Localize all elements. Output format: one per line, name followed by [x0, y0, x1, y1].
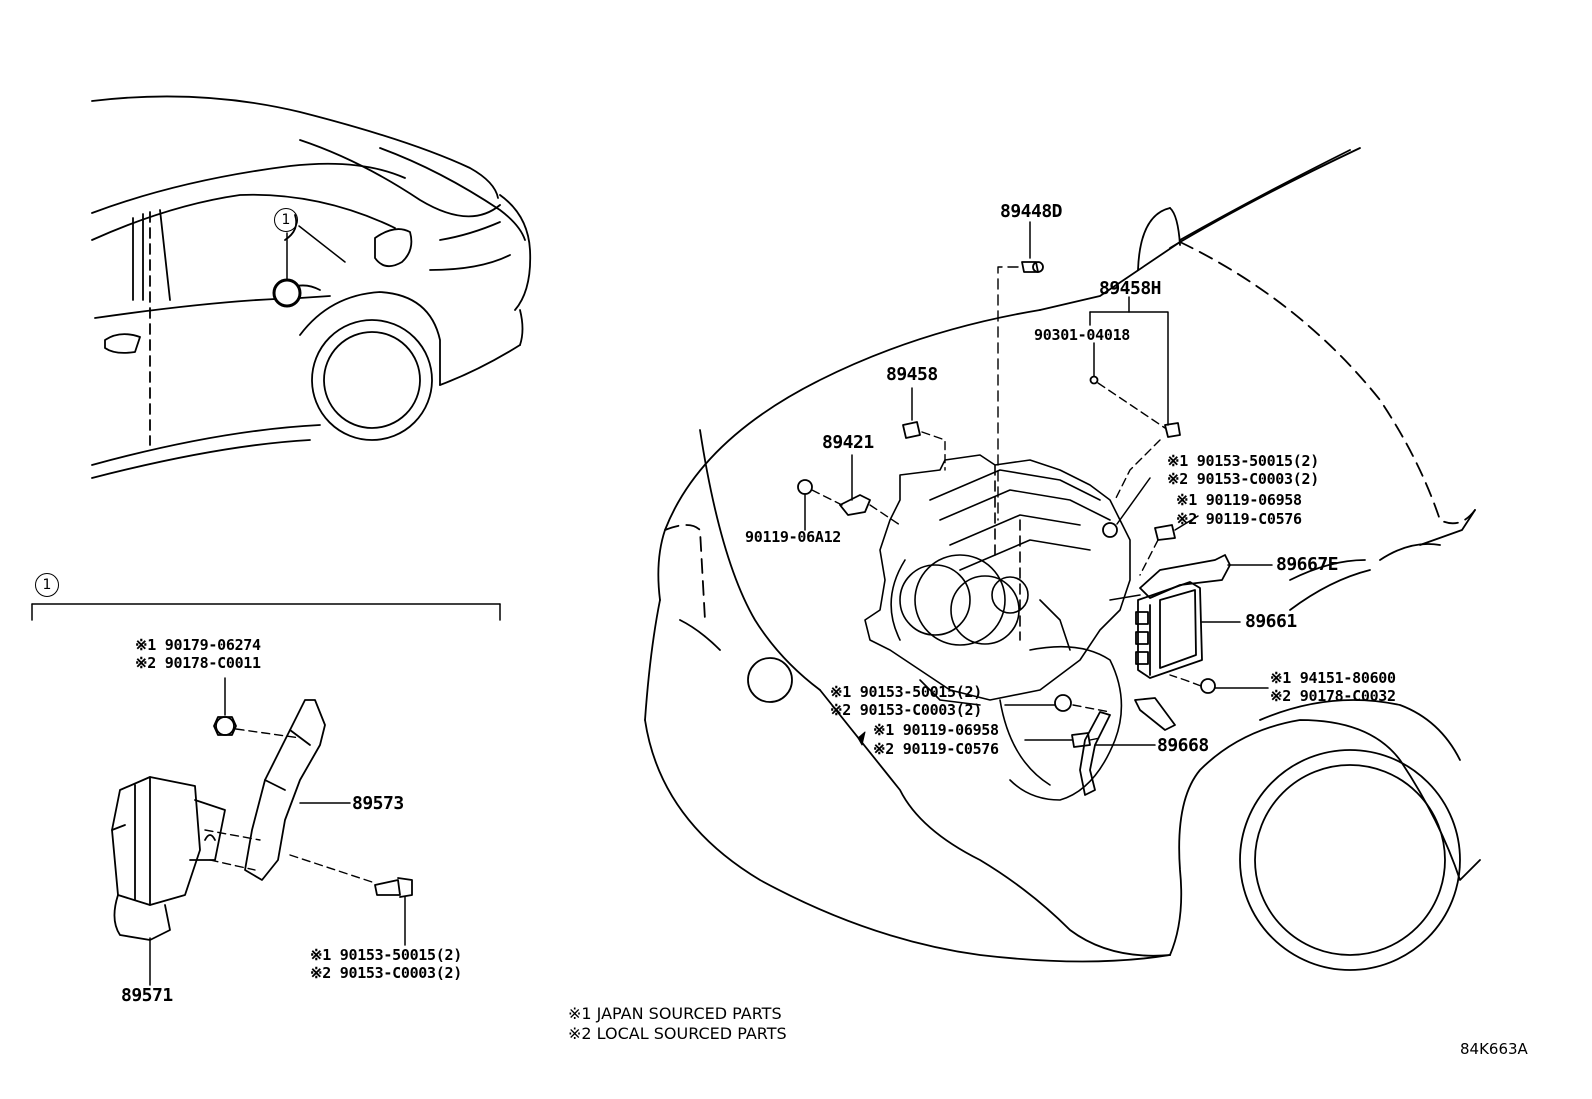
- nut-90179: [213, 677, 301, 739]
- part-label-90119-06A12: 90119-06A12: [745, 528, 842, 546]
- part-label-89573: 89573: [352, 793, 404, 814]
- rear-car-illustration: [91, 95, 532, 479]
- fastener-label-left-top2: ※2 90178-C0011: [135, 654, 261, 672]
- group-bracket: [31, 603, 501, 621]
- legend-local-sourced: ※2 LOCAL SOURCED PARTS: [568, 1024, 787, 1043]
- engine-illustration: [864, 454, 1141, 801]
- bolt-90119-06A12: [797, 479, 843, 531]
- fastener-label-left-bottom2: ※2 90153-C0003(2): [310, 964, 462, 982]
- ecu-89661-illustration: [1135, 581, 1241, 679]
- part-label-89661: 89661: [1245, 611, 1297, 632]
- bracket-89667E-illustration: [1139, 554, 1273, 599]
- fastener-label-upper-right-a1: ※1 90153-50015(2): [1167, 452, 1319, 470]
- bracket-89668-illustration: [1079, 697, 1176, 796]
- fastener-label-left-top1: ※1 90179-06274: [135, 636, 261, 654]
- legend-japan-sourced: ※1 JAPAN SOURCED PARTS: [568, 1004, 782, 1023]
- bolts-upper-right: [1102, 477, 1199, 576]
- fastener-label-center-a1: ※1 90153-50015(2): [830, 683, 982, 701]
- fastener-label-right-c1: ※1 94151-80600: [1270, 669, 1396, 687]
- fastener-label-center-b2: ※2 90119-C0576: [873, 740, 999, 758]
- module-89571-illustration: [111, 776, 226, 986]
- sensor-89448D: [997, 221, 1044, 521]
- fastener-label-upper-right-b2: ※2 90119-C0576: [1176, 510, 1302, 528]
- bracket-89573-illustration: [244, 699, 351, 881]
- module-location-marker: [272, 278, 302, 308]
- front-car-illustration: [644, 147, 1481, 971]
- part-label-89421: 89421: [822, 432, 874, 453]
- diagram-code: 84K663A: [1460, 1040, 1528, 1058]
- fastener-label-left-bottom1: ※1 90153-50015(2): [310, 946, 462, 964]
- sensor-89458: [902, 387, 946, 471]
- part-label-89668: 89668: [1157, 735, 1209, 756]
- fastener-label-center-b1: ※1 90119-06958: [873, 721, 999, 739]
- callout-marker-group: 1: [35, 573, 59, 597]
- part-label-89667E: 89667E: [1276, 554, 1339, 575]
- fastener-label-upper-right-b1: ※1 90119-06958: [1176, 491, 1302, 509]
- callout-marker-car: 1: [274, 208, 298, 232]
- bolts-center: [857, 694, 1111, 748]
- part-label-89571: 89571: [121, 985, 173, 1006]
- fastener-label-right-c2: ※2 90178-C0032: [1270, 687, 1396, 705]
- sensor-89421: [839, 454, 901, 526]
- fastener-label-upper-right-a2: ※2 90153-C0003(2): [1167, 470, 1319, 488]
- part-label-89458H: 89458H: [1099, 278, 1162, 299]
- sensor-89458H: [1089, 296, 1181, 501]
- part-label-89458: 89458: [886, 364, 938, 385]
- part-label-90301: 90301-04018: [1034, 326, 1131, 344]
- nut-94151: [1169, 674, 1269, 694]
- part-label-89448D: 89448D: [1000, 201, 1063, 222]
- bolt-90153-left: [204, 829, 413, 946]
- fastener-label-center-a2: ※2 90153-C0003(2): [830, 701, 982, 719]
